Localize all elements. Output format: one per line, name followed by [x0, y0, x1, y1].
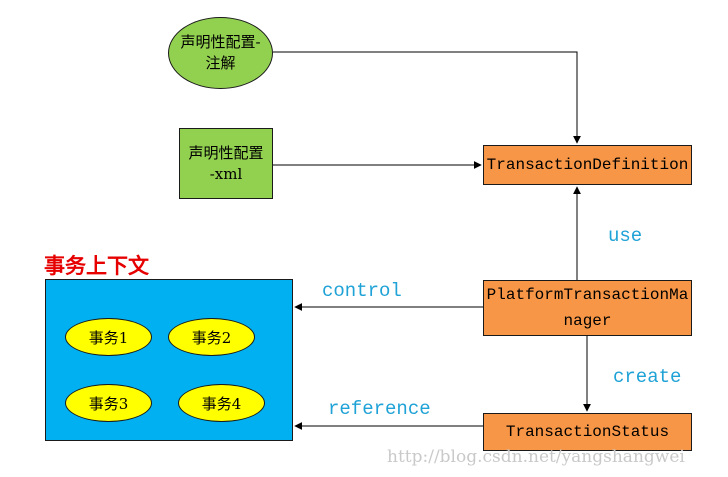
annotation-config-node: 声明性配置- 注解	[168, 17, 273, 89]
transaction-status-node: TransactionStatus	[483, 413, 692, 451]
edge-annotation-to-definition	[273, 51, 581, 144]
annotation-config-line1: 声明性配置-	[180, 33, 261, 51]
edge-label-control: control	[322, 280, 402, 302]
transaction-context-title: 事务上下文	[44, 253, 149, 278]
edge-label-create: create	[613, 366, 682, 388]
edge-label-reference: reference	[328, 398, 431, 420]
watermark-text: http://blog.csdn.net/yangshangwei	[387, 447, 685, 467]
platform-transaction-manager-node: PlatformTransactionManager	[483, 280, 692, 336]
transaction-4-node: 事务4	[178, 384, 265, 422]
transaction-1-node: 事务1	[65, 318, 152, 356]
xml-config-line1: 声明性配置	[188, 143, 264, 162]
transaction-context-container: 事务1 事务2 事务3 事务4	[45, 279, 293, 441]
transaction-3-node: 事务3	[65, 384, 152, 422]
transaction-definition-node: TransactionDefinition	[483, 145, 692, 185]
xml-config-node: 声明性配置 -xml	[179, 128, 273, 199]
transaction-2-node: 事务2	[168, 318, 255, 356]
annotation-config-line2: 注解	[205, 54, 236, 72]
edge-label-use: use	[608, 225, 643, 247]
xml-config-line2: -xml	[209, 164, 243, 183]
